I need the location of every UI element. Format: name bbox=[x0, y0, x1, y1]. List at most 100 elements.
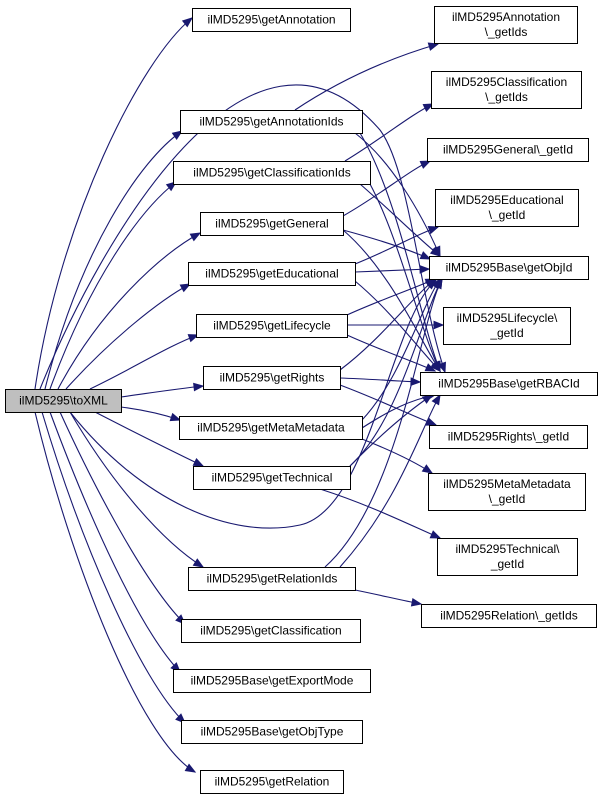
edge-getClassificationIds-to-getObjId bbox=[359, 183, 441, 257]
arrowhead-getObjId bbox=[419, 265, 431, 274]
edge-root-to-getClassificationIds bbox=[49, 181, 177, 390]
arrowhead-getRBACId bbox=[410, 377, 422, 386]
node-annotation_getIds[interactable]: ilMD5295Annotation\_getIds bbox=[434, 6, 578, 44]
node-getTechnical[interactable]: ilMD5295\getTechnical bbox=[193, 466, 351, 490]
node-getEducational[interactable]: ilMD5295\getEducational bbox=[188, 262, 356, 286]
edge-getEducational-to-getRBACId bbox=[354, 280, 441, 372]
node-box-getEducational[interactable] bbox=[188, 262, 356, 286]
node-box-getRelation[interactable] bbox=[200, 770, 344, 794]
node-box-getExportMode[interactable] bbox=[173, 669, 371, 693]
node-getClassificationIds[interactable]: ilMD5295\getClassificationIds bbox=[173, 161, 371, 185]
arrowhead-educational_getId bbox=[427, 226, 440, 235]
node-box-classification_getIds[interactable] bbox=[431, 71, 582, 109]
node-label-getClassification: ilMD5295\getClassification bbox=[200, 624, 341, 638]
node-getRights[interactable]: ilMD5295\getRights bbox=[203, 366, 341, 390]
edge-getClassificationIds-to-getRBACId bbox=[369, 183, 441, 372]
node-label-rights_getId: ilMD5295Rights\_getId bbox=[448, 430, 569, 444]
node-label-getAnnotationIds: ilMD5295\getAnnotationIds bbox=[199, 115, 343, 129]
node-getClassification[interactable]: ilMD5295\getClassification bbox=[181, 619, 361, 643]
edge-getRelationIds-to-getObjId bbox=[324, 278, 443, 568]
node-box-getObjType[interactable] bbox=[181, 720, 363, 744]
node-box-metametadata_getId[interactable] bbox=[428, 473, 586, 511]
edge-root-to-getObjType bbox=[41, 411, 186, 724]
node-label-educational_getId: ilMD5295Educational bbox=[450, 193, 563, 207]
node-label-root: ilMD5295\toXML bbox=[19, 394, 108, 408]
node-label-lifecycle_getId: ilMD5295Lifecycle\ bbox=[457, 311, 558, 325]
edge-getRights-to-getObjId bbox=[339, 278, 436, 371]
node-label-getClassificationIds: ilMD5295\getClassificationIds bbox=[193, 166, 350, 180]
node-getRelation[interactable]: ilMD5295\getRelation bbox=[200, 770, 344, 794]
node-general_getId[interactable]: ilMD5295General\_getId bbox=[427, 138, 589, 162]
node-getMetaMetadata[interactable]: ilMD5295\getMetaMetadata bbox=[179, 416, 363, 440]
node-box-annotation_getIds[interactable] bbox=[434, 6, 578, 44]
node-box-getObjId[interactable] bbox=[429, 256, 589, 280]
node-label-annotation_getIds: \_getIds bbox=[485, 25, 528, 39]
node-box-getClassification[interactable] bbox=[181, 619, 361, 643]
call-graph-nodes: ilMD5295\toXML ilMD5295\getAnnotation ilMD… bbox=[5, 6, 598, 794]
node-box-getLifecycle[interactable] bbox=[196, 314, 348, 338]
node-box-technical_getId[interactable] bbox=[437, 538, 578, 576]
node-getAnnotationIds[interactable]: ilMD5295\getAnnotationIds bbox=[180, 110, 363, 134]
node-getGeneral[interactable]: ilMD5295\getGeneral bbox=[200, 212, 344, 236]
node-getRBACId[interactable]: ilMD5295Base\getRBACId bbox=[420, 372, 598, 396]
node-label-getRBACId: ilMD5295Base\getRBACId bbox=[438, 377, 579, 391]
node-rights_getId[interactable]: ilMD5295Rights\_getId bbox=[429, 425, 588, 449]
node-box-root[interactable] bbox=[5, 389, 122, 413]
node-getObjId[interactable]: ilMD5295Base\getObjId bbox=[429, 256, 589, 280]
edge-getTechnical-to-technical_getId bbox=[319, 488, 441, 539]
node-box-getRights[interactable] bbox=[203, 366, 341, 390]
node-box-general_getId[interactable] bbox=[427, 138, 589, 162]
node-label-relation_getIds: ilMD5295Relation\_getIds bbox=[440, 609, 577, 623]
node-box-getAnnotation[interactable] bbox=[192, 8, 351, 32]
arrowhead-getAnnotation bbox=[181, 17, 194, 28]
node-root[interactable]: ilMD5295\toXML bbox=[5, 389, 122, 413]
edge-root-to-getLifecycle bbox=[89, 334, 199, 390]
node-metametadata_getId[interactable]: ilMD5295MetaMetadata\_getId bbox=[428, 473, 586, 511]
arrowhead-getEducational bbox=[179, 283, 192, 293]
node-label-getAnnotation: ilMD5295\getAnnotation bbox=[207, 13, 335, 27]
node-label-general_getId: ilMD5295General\_getId bbox=[443, 143, 573, 157]
node-relation_getIds[interactable]: ilMD5295Relation\_getIds bbox=[421, 604, 597, 628]
node-getAnnotation[interactable]: ilMD5295\getAnnotation bbox=[192, 8, 351, 32]
node-label-getGeneral: ilMD5295\getGeneral bbox=[215, 217, 328, 231]
node-getRelationIds[interactable]: ilMD5295\getRelationIds bbox=[188, 567, 356, 591]
node-box-getGeneral[interactable] bbox=[200, 212, 344, 236]
node-getLifecycle[interactable]: ilMD5295\getLifecycle bbox=[196, 314, 348, 338]
node-box-getClassificationIds[interactable] bbox=[173, 161, 371, 185]
node-box-getRelationIds[interactable] bbox=[188, 567, 356, 591]
arrowhead-getRBACId bbox=[424, 363, 437, 372]
edge-root-to-getRelation bbox=[34, 411, 196, 773]
node-box-educational_getId[interactable] bbox=[435, 189, 579, 227]
edge-getAnnotationIds-to-annotation_getIds bbox=[294, 43, 439, 111]
call-graph-edges bbox=[34, 17, 446, 773]
node-box-getMetaMetadata[interactable] bbox=[179, 416, 363, 440]
edge-root-to-getGeneral bbox=[57, 232, 201, 390]
node-box-getTechnical[interactable] bbox=[193, 466, 351, 490]
edge-getRelationIds-to-relation_getIds bbox=[354, 589, 422, 605]
node-label-technical_getId: _getId bbox=[490, 557, 524, 571]
node-label-getExportMode: ilMD5295Base\getExportMode bbox=[191, 674, 354, 688]
arrowhead-getRights bbox=[193, 382, 205, 392]
edge-getEducational-to-getObjId bbox=[354, 268, 430, 273]
arrowhead-annotation_getIds bbox=[427, 42, 440, 51]
node-technical_getId[interactable]: ilMD5295Technical\_getId bbox=[437, 538, 578, 576]
node-getExportMode[interactable]: ilMD5295Base\getExportMode bbox=[173, 669, 371, 693]
node-box-rights_getId[interactable] bbox=[429, 425, 588, 449]
node-label-classification_getIds: ilMD5295Classification bbox=[446, 75, 567, 89]
arrowhead-getMetaMetadata bbox=[169, 412, 182, 422]
node-educational_getId[interactable]: ilMD5295Educational\_getId bbox=[435, 189, 579, 227]
edge-getAnnotationIds-to-getObjId bbox=[354, 132, 441, 257]
node-getObjType[interactable]: ilMD5295Base\getObjType bbox=[181, 720, 363, 744]
node-label-getTechnical: ilMD5295\getTechnical bbox=[212, 471, 333, 485]
node-lifecycle_getId[interactable]: ilMD5295Lifecycle\_getId bbox=[443, 307, 571, 345]
node-box-getRBACId[interactable] bbox=[420, 372, 598, 396]
arrowhead-getRBACId bbox=[430, 361, 441, 372]
node-label-getObjType: ilMD5295Base\getObjType bbox=[201, 725, 344, 739]
node-classification_getIds[interactable]: ilMD5295Classification\_getIds bbox=[431, 71, 582, 109]
arrowhead-getObjId bbox=[424, 278, 437, 289]
node-box-relation_getIds[interactable] bbox=[421, 604, 597, 628]
arrowhead-metametadata_getId bbox=[421, 464, 434, 474]
node-box-getAnnotationIds[interactable] bbox=[180, 110, 363, 134]
node-box-lifecycle_getId[interactable] bbox=[443, 307, 571, 345]
arrowhead-getTechnical bbox=[192, 457, 205, 467]
